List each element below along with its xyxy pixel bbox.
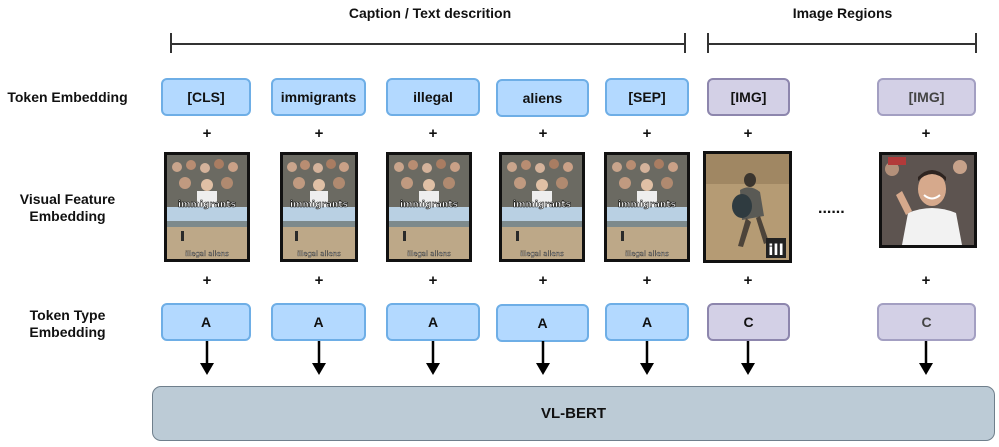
caption-section-title: Caption / Text descrition bbox=[348, 5, 512, 21]
svg-text:immigrants: immigrants bbox=[618, 200, 676, 210]
plus-sign: + bbox=[743, 125, 753, 142]
visual-feature-embedding-label: Visual Feature Embedding bbox=[19, 191, 116, 224]
svg-text:illegal aliens: illegal aliens bbox=[407, 250, 451, 258]
svg-text:ill: ill bbox=[768, 241, 783, 259]
vl-bert-label: VL-BERT bbox=[541, 405, 606, 422]
image-region-face-thumbnail bbox=[879, 152, 977, 248]
plus-sign: + bbox=[314, 125, 324, 142]
more-regions-ellipsis: ...... bbox=[818, 200, 845, 217]
token-type-a: A bbox=[161, 303, 251, 341]
token-type-c: C bbox=[877, 303, 976, 341]
token-type-a: A bbox=[386, 303, 480, 341]
down-arrow-icon bbox=[200, 341, 214, 375]
down-arrow-icon bbox=[312, 341, 326, 375]
token-type-c: C bbox=[707, 303, 790, 341]
meme-image-thumbnail: immigrants illegal aliens bbox=[499, 152, 585, 262]
plus-sign: + bbox=[921, 125, 931, 142]
token-sep: [SEP] bbox=[605, 78, 689, 116]
plus-sign: + bbox=[428, 272, 438, 289]
token-immigrants: immigrants bbox=[271, 78, 366, 116]
svg-text:immigrants: immigrants bbox=[513, 200, 571, 210]
meme-image-thumbnail: immigrants illegal aliens bbox=[604, 152, 690, 262]
token-illegal: illegal bbox=[386, 78, 480, 116]
token-aliens: aliens bbox=[496, 79, 589, 117]
vl-bert-model-block: VL-BERT bbox=[152, 386, 995, 441]
plus-sign: + bbox=[921, 272, 931, 289]
svg-text:immigrants: immigrants bbox=[178, 200, 236, 210]
plus-sign: + bbox=[314, 272, 324, 289]
svg-text:illegal aliens: illegal aliens bbox=[185, 250, 229, 258]
meme-image-thumbnail: immigrants illegal aliens bbox=[280, 152, 358, 262]
plus-sign: + bbox=[538, 272, 548, 289]
svg-text:immigrants: immigrants bbox=[400, 200, 458, 210]
token-embedding-label: Token Embedding bbox=[7, 89, 128, 105]
plus-sign: + bbox=[202, 125, 212, 142]
plus-sign: + bbox=[202, 272, 212, 289]
token-type-a: A bbox=[605, 303, 689, 341]
token-img-2: [IMG] bbox=[877, 78, 976, 116]
plus-sign: + bbox=[642, 272, 652, 289]
down-arrow-icon bbox=[426, 341, 440, 375]
svg-text:immigrants: immigrants bbox=[290, 200, 348, 210]
image-region-walker-thumbnail: ill bbox=[703, 151, 792, 263]
svg-text:illegal aliens: illegal aliens bbox=[625, 250, 669, 258]
token-cls: [CLS] bbox=[161, 78, 251, 116]
token-img-1: [IMG] bbox=[707, 78, 790, 116]
token-type-a: A bbox=[271, 303, 366, 341]
plus-sign: + bbox=[428, 125, 438, 142]
token-type-a: A bbox=[496, 304, 589, 342]
svg-text:illegal aliens: illegal aliens bbox=[520, 250, 564, 258]
plus-sign: + bbox=[743, 272, 753, 289]
meme-image-thumbnail: immigrants illegal aliens bbox=[386, 152, 472, 262]
meme-image-thumbnail: immigrants illegal aliens bbox=[164, 152, 250, 262]
plus-sign: + bbox=[642, 125, 652, 142]
token-type-embedding-label: Token Type Embedding bbox=[29, 307, 106, 340]
image-regions-section-title: Image Regions bbox=[792, 5, 893, 21]
down-arrow-icon bbox=[640, 341, 654, 375]
down-arrow-icon bbox=[919, 341, 933, 375]
down-arrow-icon bbox=[741, 341, 755, 375]
svg-text:illegal aliens: illegal aliens bbox=[297, 250, 341, 258]
plus-sign: + bbox=[538, 125, 548, 142]
down-arrow-icon bbox=[536, 341, 550, 375]
